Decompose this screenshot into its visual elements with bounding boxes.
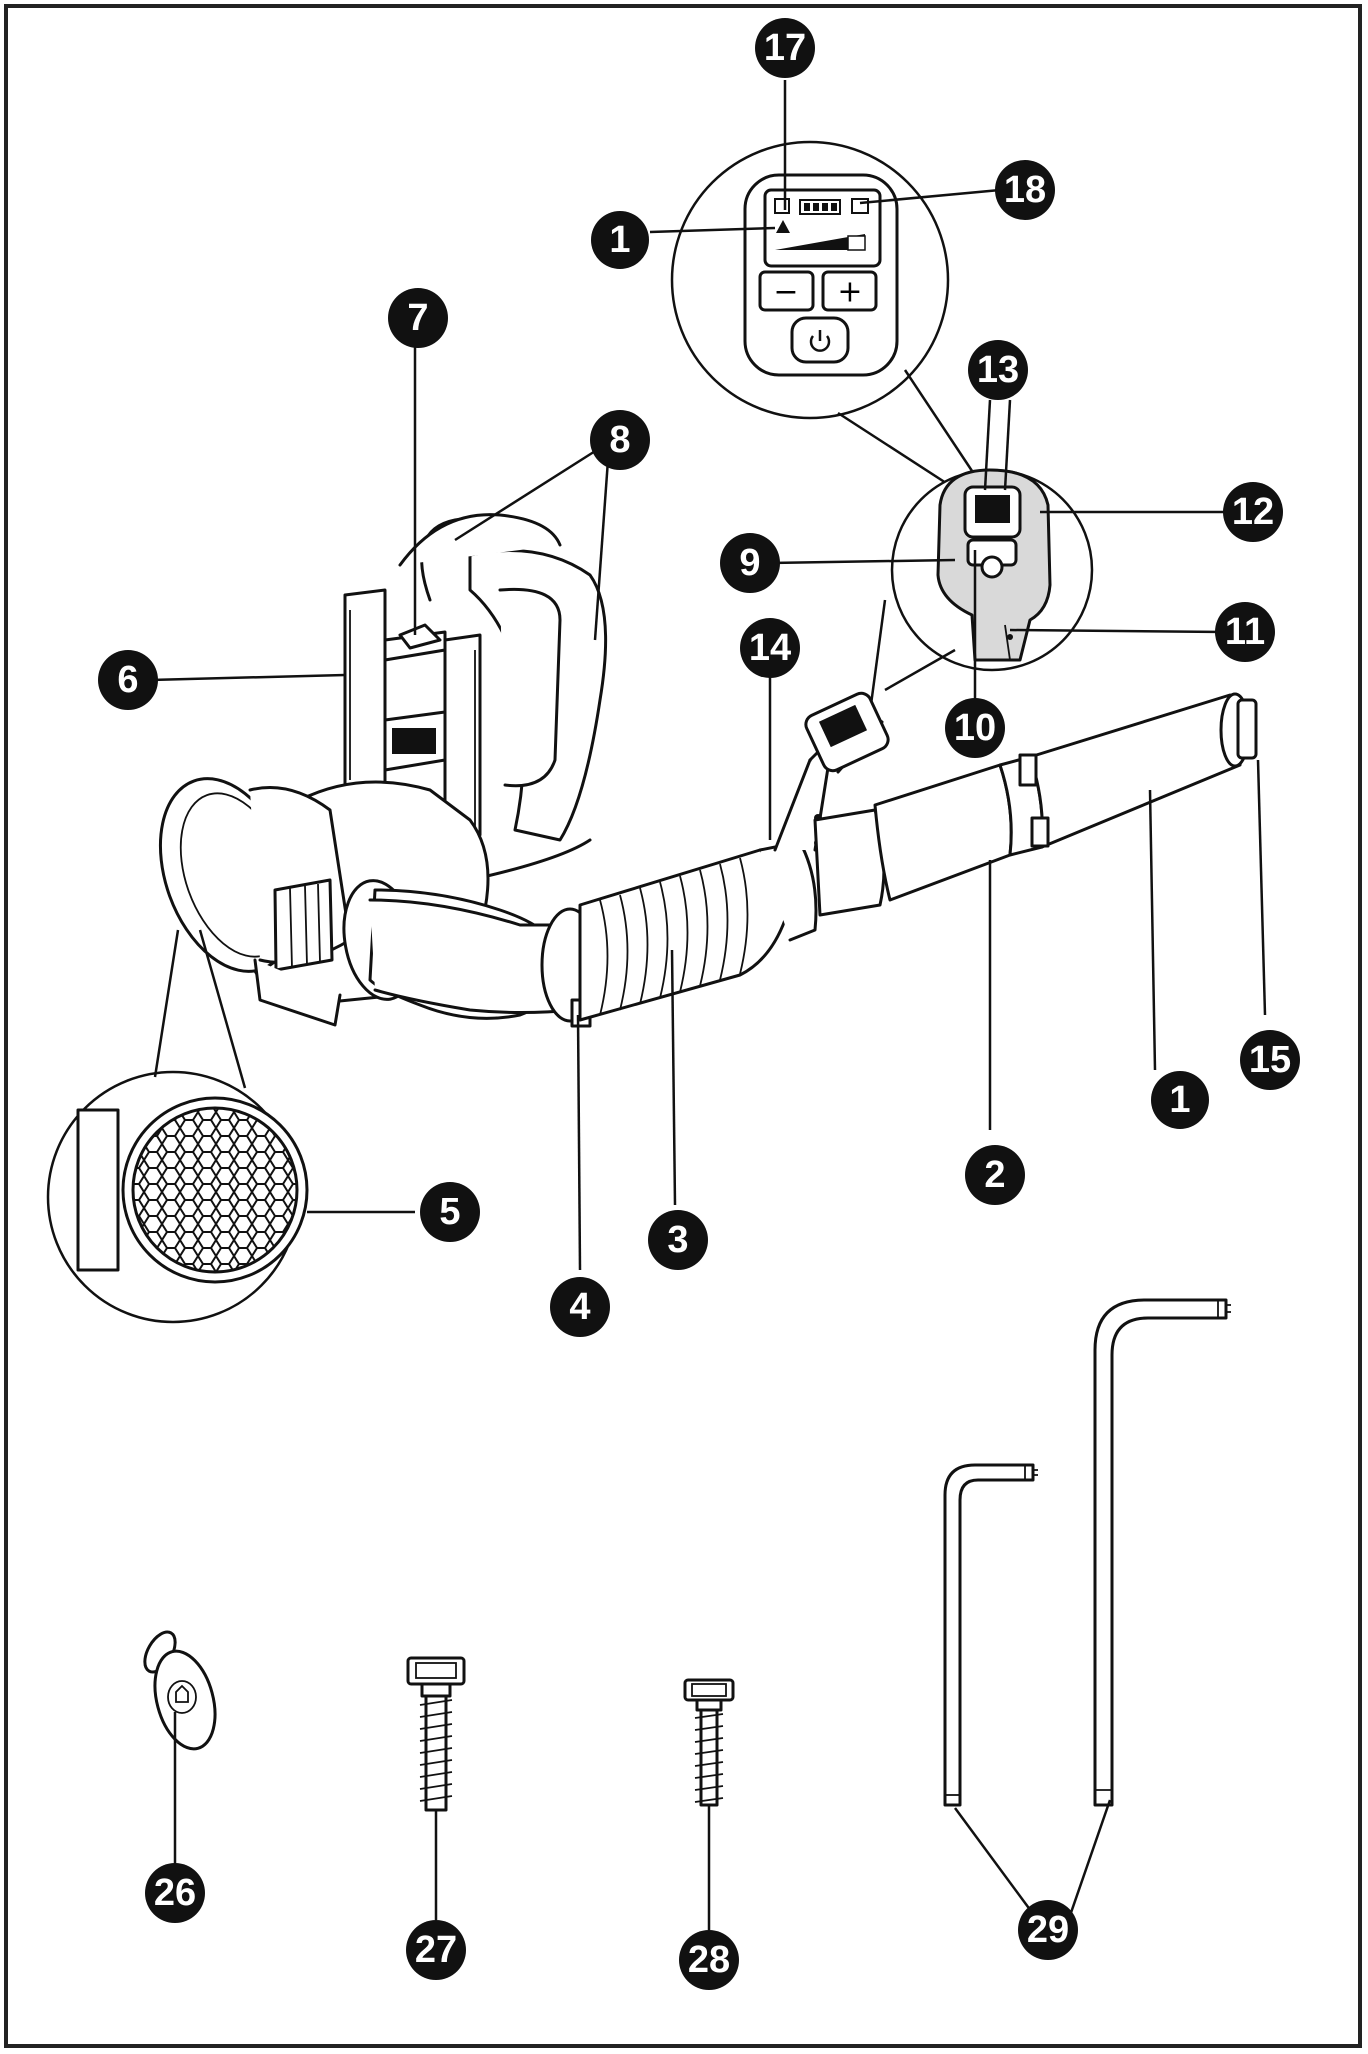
callout-15: 15 [1240, 1030, 1300, 1090]
callout-11: 11 [1215, 602, 1275, 662]
svg-text:17: 17 [764, 27, 806, 69]
callout-26: 26 [145, 1863, 205, 1923]
page-border [4, 4, 1362, 2048]
svg-text:1: 1 [1169, 1079, 1190, 1121]
svg-text:7: 7 [407, 297, 428, 339]
svg-text:6: 6 [117, 659, 138, 701]
callout-1-display: 1 [591, 211, 649, 269]
blower-assembly [158, 513, 1258, 1028]
handle-zoom [868, 468, 1094, 713]
svg-text:13: 13 [977, 349, 1019, 391]
callout-7: 7 [388, 288, 448, 348]
svg-text:3: 3 [667, 1219, 688, 1261]
battery-icon [799, 199, 841, 215]
svg-text:4: 4 [569, 1286, 590, 1328]
minus-label: − [773, 275, 798, 310]
plus-label: + [837, 275, 862, 310]
svg-text:28: 28 [688, 1939, 730, 1981]
turbo-icon [774, 198, 790, 214]
callout-14: 14 [740, 618, 800, 678]
screw-27 [406, 1656, 466, 1920]
svg-text:9: 9 [739, 542, 760, 584]
plus-button[interactable] [821, 270, 878, 312]
svg-text:5: 5 [439, 1191, 460, 1233]
callout-10: 10 [945, 698, 1005, 758]
svg-text:11: 11 [1225, 611, 1265, 653]
svg-text:12: 12 [1232, 491, 1274, 533]
callouts: 1 1 2 3 4 5 6 7 8 9 10 11 12 13 14 15 17… [98, 18, 1300, 1990]
callout-27: 27 [406, 1920, 466, 1980]
callout-8: 8 [590, 410, 650, 470]
callout-28: 28 [679, 1930, 739, 1990]
power-button[interactable] [790, 316, 850, 364]
callout-29: 29 [1018, 1900, 1078, 1960]
callout-4: 4 [550, 1277, 610, 1337]
screw-28 [683, 1678, 735, 1930]
callout-1-tube: 1 [1151, 1071, 1209, 1129]
callout-2: 2 [965, 1145, 1025, 1205]
svg-text:1: 1 [609, 219, 630, 261]
callout-9: 9 [720, 533, 780, 593]
torx-keys [943, 1298, 1231, 1931]
svg-text:27: 27 [415, 1929, 457, 1971]
power-icon [809, 330, 831, 352]
callout-13: 13 [968, 340, 1028, 400]
leader-lines [149, 80, 1267, 1271]
svg-text:15: 15 [1249, 1039, 1291, 1081]
svg-text:18: 18 [1004, 169, 1046, 211]
callout-12: 12 [1223, 482, 1283, 542]
callout-18: 18 [995, 160, 1055, 220]
callout-3: 3 [648, 1210, 708, 1270]
svg-text:10: 10 [954, 707, 996, 749]
svg-text:26: 26 [154, 1872, 196, 1914]
screw-26 [143, 1630, 217, 1870]
svg-text:29: 29 [1027, 1909, 1069, 1951]
filter-zoom [46, 929, 309, 1324]
minus-button[interactable] [758, 270, 815, 312]
warning-icon [776, 220, 790, 233]
callout-5: 5 [420, 1182, 480, 1242]
svg-text:2: 2 [984, 1154, 1005, 1196]
svg-text:8: 8 [609, 419, 630, 461]
callout-6: 6 [98, 650, 158, 710]
svg-text:14: 14 [749, 627, 791, 669]
callout-17: 17 [755, 18, 815, 78]
